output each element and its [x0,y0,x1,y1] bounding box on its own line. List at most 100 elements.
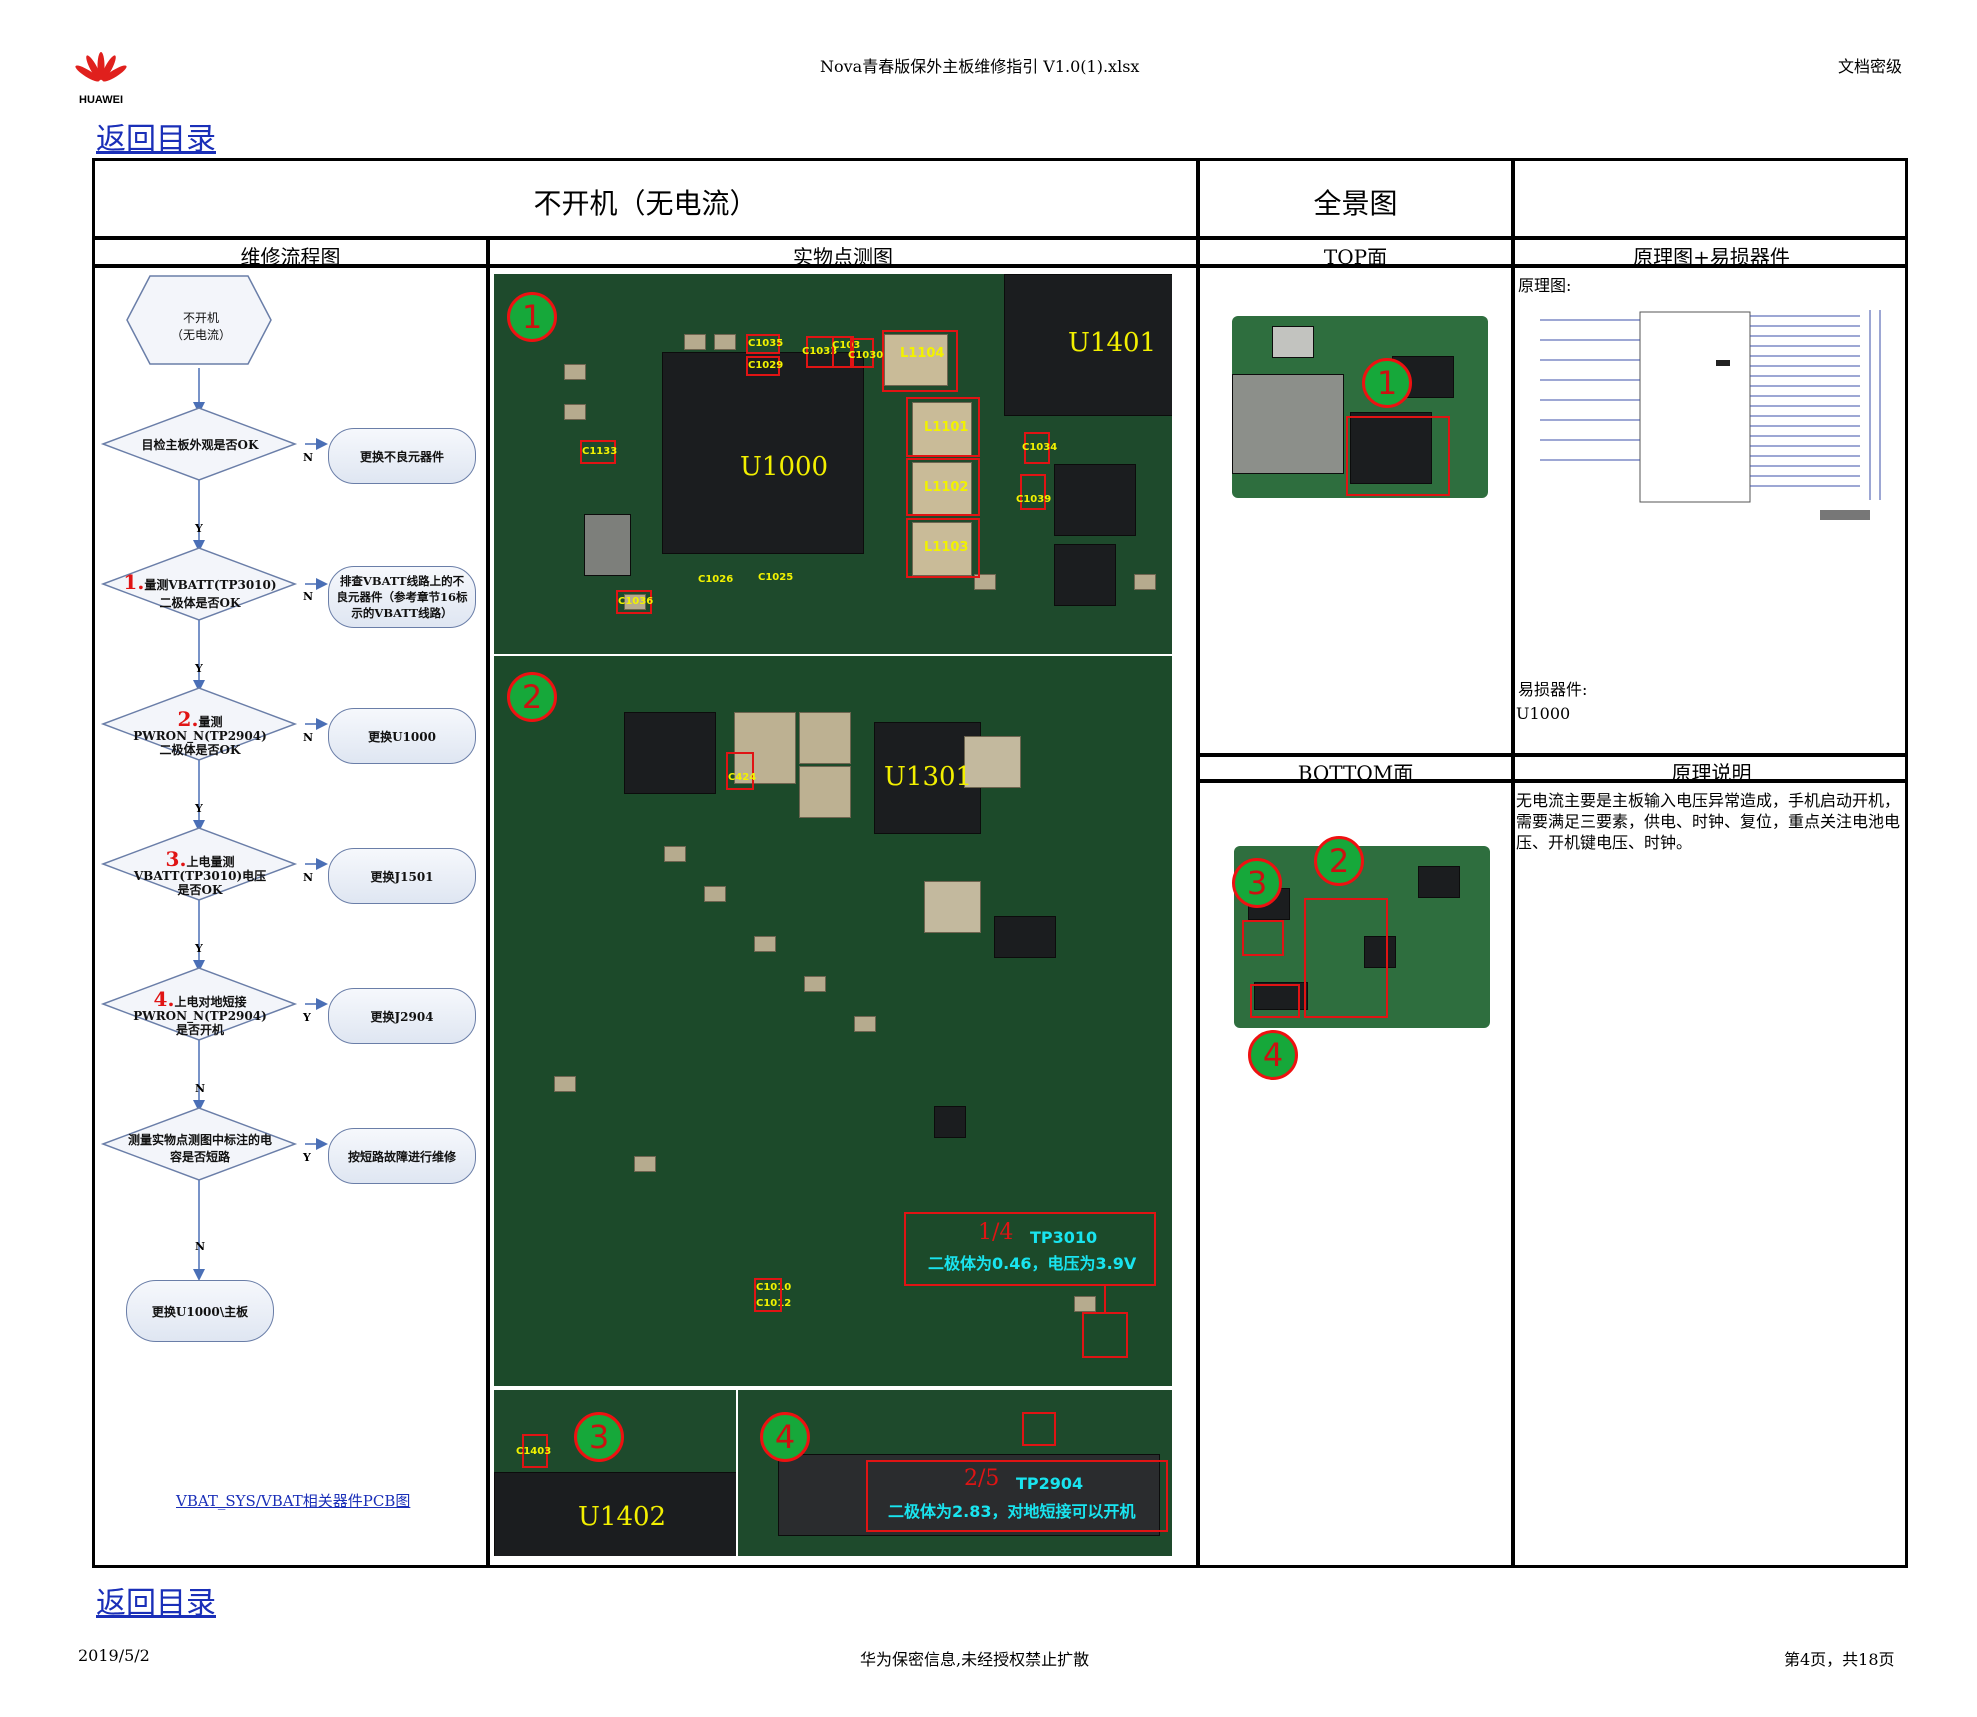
chip-u1000 [662,352,864,554]
flow-label-n: N [195,1082,206,1095]
overview-title: 全景图 [1313,187,1398,220]
tp2904-callout [866,1460,1168,1532]
label-c1033: C1033 [802,346,838,357]
schematic-thumbnail [1540,310,1881,520]
chip-u1402 [494,1472,736,1556]
bottom-marker-3: 3 [1232,858,1282,908]
flow-a1: 更换不良元器件 [328,428,476,484]
label-u1401: U1401 [1068,328,1157,358]
pcb-photo-2 [494,656,1172,1386]
pcb-photo-4 [738,1390,1172,1556]
flow-label-n: N [195,1240,206,1253]
marker-circle-3: 3 [574,1412,624,1462]
label-u1000: U1000 [740,452,829,482]
label-c1403: C1403 [516,1446,552,1457]
label-u1301: U1301 [884,762,973,792]
col-photo-header: 实物点测图 [793,245,893,269]
main-table [92,158,1908,1568]
label-c1034: C1034 [1022,442,1058,453]
label-c1030: C1030 [848,350,884,361]
col-flow-header: 维修流程图 [240,245,341,269]
flow-q2: 1.量测VBATT(TP3010) 二极体是否OK [123,569,277,610]
flow-a6: 按短路故障进行维修 [328,1128,476,1184]
label-c1133: C1133 [582,446,618,457]
vbat-pcb-link[interactable]: VBAT_SYS/VBAT相关器件PCB图 [176,1492,411,1510]
tp3010-label: TP3010 [1030,1228,1098,1247]
row-divider [92,236,1908,240]
marker-circle-1: 1 [507,292,557,342]
col-divider [1196,158,1200,1568]
label-c1029: C1029 [748,360,784,371]
col-schematic-header: 原理图+易损器件 [1633,245,1790,269]
flow-q4-text: VBATT(TP3010)电压是否OK [133,868,267,897]
flow-label-y: Y [195,942,203,955]
flow-q1: 目检主板外观是否OK [141,437,259,452]
label-c1036: C1036 [618,596,654,607]
flowchart-connectors [100,275,328,1281]
flow-label-y: Y [303,1151,311,1164]
tp3010-num: 1/4 [978,1220,1014,1245]
label-c1026: C1026 [698,574,734,585]
marker-circle-4: 4 [760,1412,810,1462]
tp2904-num: 2/5 [964,1466,1000,1491]
tp3010-callout [904,1212,1156,1286]
flow-q6: 测量实物点测图中标注的电容是否短路 [127,1133,272,1164]
back-to-index-link[interactable]: 返回目录 [96,122,216,157]
explanation-text: 无电流主要是主板输入电压异常造成，手机启动开机，需要满足三要素，供电、时钟、复位… [1516,791,1901,852]
huawei-petals-icon [75,52,127,82]
label-c424: C424 [728,772,757,783]
bottom-marker-4: 4 [1248,1030,1298,1080]
label-c103: C103 [832,340,861,351]
flow-q3: 2.量测 PWRON_N(TP2904)二极体是否OK [112,706,288,762]
tp2904-label: TP2904 [1016,1474,1084,1493]
start-hexagon [126,275,272,365]
huawei-logo: HUAWEI [74,52,128,106]
footer-page: 第4页，共18页 [1784,1650,1895,1669]
label-l1102: L1102 [924,480,969,495]
row-divider [1196,753,1908,757]
label-l1103: L1103 [924,540,969,555]
huawei-logo-text: HUAWEI [79,94,123,106]
row-divider [1196,779,1908,783]
col-explain-header: 原理说明 [1671,761,1752,785]
classification: 文档密级 [1838,57,1903,76]
flow-q5: 4.上电对地短接 PWRON_N(TP2904)是否开机 [112,986,288,1042]
footer-date: 2019/5/2 [78,1646,150,1665]
label-c1012: C1012 [756,1298,792,1309]
flow-label-n: N [303,731,314,744]
flow-q4: 3.上电量测 VBATT(TP3010)电压是否OK [112,846,288,902]
flow-label-y: Y [195,522,203,535]
col-divider [486,236,490,1568]
flow-label-n: N [303,590,314,603]
flow-label-y: Y [195,662,203,675]
label-c1010: C1010 [756,1282,792,1293]
flow-a3: 更换U1000 [328,708,476,764]
tp2904-note: 二极体为2.83，对地短接可以开机 [888,1502,1136,1521]
col-divider [1511,158,1515,1568]
label-u1402: U1402 [578,1502,667,1532]
col-bottom-header: BOTTOM面 [1297,761,1414,785]
flow-start: 不开机 （无电流） [170,311,231,342]
flow-q2-text: 量测VBATT(TP3010) 二极体是否OK [144,577,277,610]
flow-label-n: N [303,451,314,464]
main-title: 不开机（无电流） [533,187,758,220]
vulnerable-value: U1000 [1516,704,1571,723]
back-to-index-link-bottom[interactable]: 返回目录 [96,1586,216,1621]
label-c1035: C1035 [748,338,784,349]
label-c1025: C1025 [758,572,794,583]
top-marker-1: 1 [1362,358,1412,408]
row-divider [92,264,1908,268]
tp3010-note: 二极体为0.46，电压为3.9V [928,1254,1137,1273]
flow-label-y: Y [195,802,203,815]
label-l1104: L1104 [900,346,945,361]
chip-u1401 [1004,274,1172,416]
flow-a4: 更换J1501 [328,848,476,904]
flow-a5: 更换J2904 [328,988,476,1044]
col-top-header: TOP面 [1323,245,1388,269]
label-l1101: L1101 [924,420,969,435]
flow-q5-text: PWRON_N(TP2904)是否开机 [133,1008,267,1037]
flow-label-n: N [303,871,314,884]
label-c1039: C1039 [1016,494,1052,505]
marker-circle-2: 2 [507,672,557,722]
footer-confidential: 华为保密信息,未经授权禁止扩散 [860,1650,1090,1669]
